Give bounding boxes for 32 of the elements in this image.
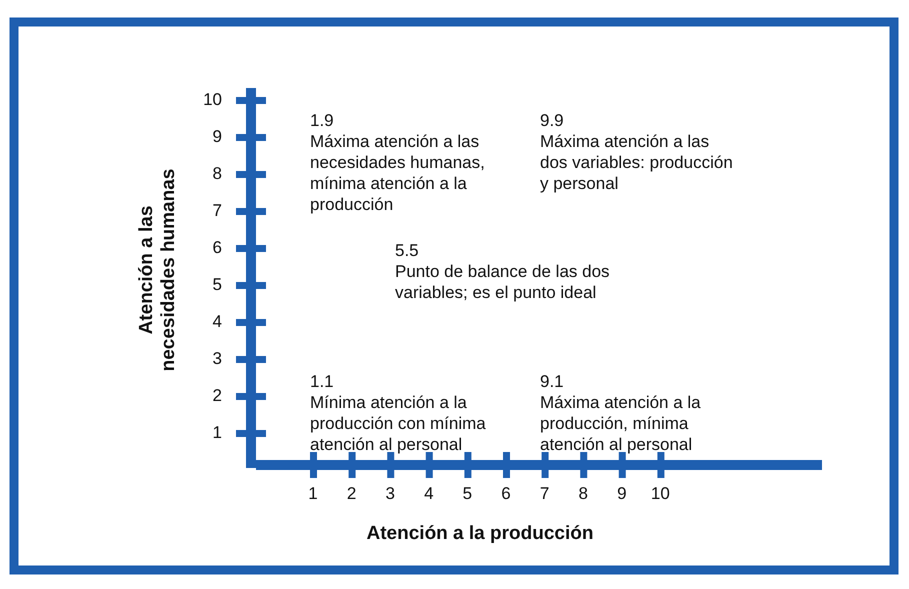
tick-label: 6 [500, 483, 512, 504]
tick-label: 10 [650, 483, 671, 504]
tick-label: 2 [346, 483, 358, 504]
tick-label: 4 [423, 483, 435, 504]
point-description: Mínima atención a la producción con mínima atención al personal [310, 392, 487, 455]
tick-label: 8 [577, 483, 589, 504]
tick-label: 10 [202, 89, 222, 110]
point-description: Punto de balance de las dos variables; es el punto ideal [395, 261, 611, 303]
point-label: 9.9 [540, 110, 565, 131]
tick-label: 3 [212, 348, 222, 369]
point-description: Máxima atención a las necesidades humanas, mínima atención a la producción [310, 131, 486, 215]
tick-label: 7 [538, 483, 550, 504]
tick-label: 3 [384, 483, 396, 504]
point-label: 5.5 [395, 240, 420, 261]
axis-title: Atención a las necesidades humanas [136, 168, 180, 374]
point-description: Máxima atención a la producción, mínima atención al personal [540, 392, 702, 455]
tick-label: 8 [212, 163, 222, 184]
tick-label: 9 [212, 126, 222, 147]
point-label: 1.1 [310, 371, 335, 392]
tick-label: 1 [212, 422, 222, 443]
tick-label: 9 [616, 483, 628, 504]
tick-label: 5 [462, 483, 474, 504]
tick-label: 5 [212, 274, 222, 295]
tick-label: 7 [212, 200, 222, 221]
point-description: Máxima atención a las dos variables: producción y personal [540, 131, 734, 194]
tick-label: 1 [307, 483, 319, 504]
tick-label: 4 [212, 311, 222, 332]
point-label: 9.1 [540, 371, 565, 392]
axis-title: Atención a la producción [366, 523, 594, 544]
point-label: 1.9 [310, 110, 335, 131]
tick-label: 2 [212, 385, 222, 406]
tick-label: 6 [212, 237, 222, 258]
